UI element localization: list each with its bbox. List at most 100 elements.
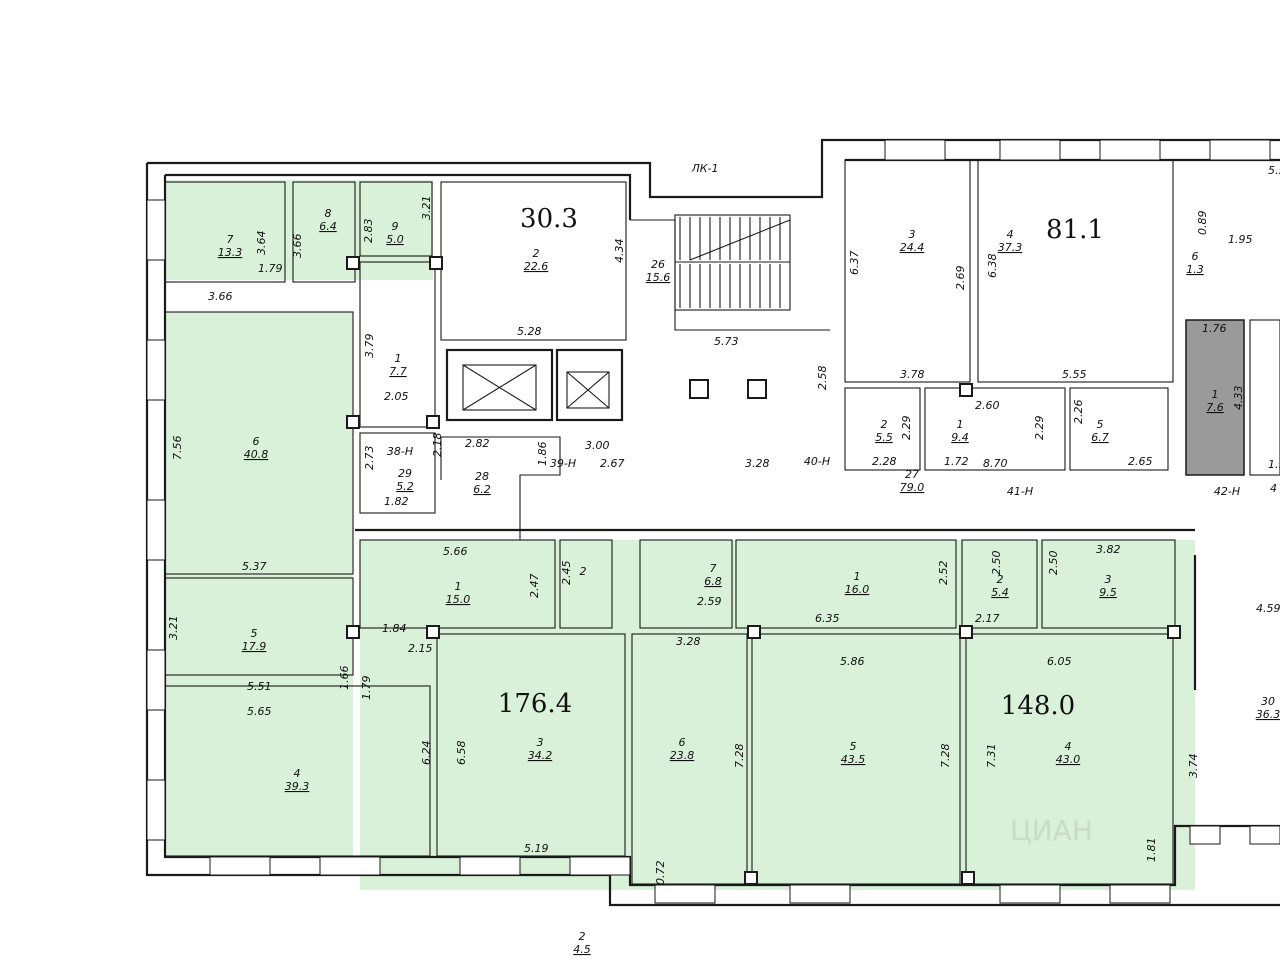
room-number: 7 [227,233,234,246]
room-number: 9 [392,220,399,233]
dimension-label: 3.79 [363,334,376,359]
room-number: 30 [1261,695,1275,708]
dimension-label: 2.18 [431,433,444,458]
dimension-label: 2.45 [560,561,573,586]
dimension-label: 2.83 [362,219,375,244]
room-area: 7.7 [389,365,407,378]
room-number: 6 [679,736,686,749]
room-area: 43.5 [841,753,866,766]
room-number: 1 [455,580,462,593]
room-number: 8 [325,207,332,220]
dimension-label: 3.82 [1096,543,1121,556]
dimension-label: 2.28 [872,455,897,468]
room-area: 9.5 [1099,586,1117,599]
room-area: 24.4 [900,241,925,254]
dimension-label: 2.60 [975,399,1000,412]
room-area: 5.4 [991,586,1009,599]
dimension-label: 1.79 [258,262,283,275]
columns [346,256,1181,885]
dimension-label: 5.73 [714,335,739,348]
dimension-label: 2.67 [600,457,625,470]
dimension-label: 3.66 [291,234,304,259]
dimension-label: 2.47 [528,574,541,599]
room-area: 39.3 [285,780,310,793]
area-total-30-3: 30.3 [520,204,578,234]
room-grey-7-6 [1185,319,1245,476]
dimension-label: 5.51 [247,680,272,693]
area-total-176-4: 176.4 [498,689,572,719]
dimension-label: 7.28 [939,744,952,769]
dimension-label: 2.69 [954,266,967,291]
dimension-label: 3.64 [255,231,268,256]
room-area: 23.8 [670,749,695,762]
room-area: 43.0 [1056,753,1081,766]
dimension-label: 2.29 [1033,416,1046,441]
room-number: 6 [253,435,260,448]
dimension-label: 6.38 [986,254,999,279]
dimension-label: 3.21 [420,196,433,221]
dimension-label: 7.28 [733,744,746,769]
dimension-label: 3.00 [585,439,610,452]
room-number: 4 [1007,228,1014,241]
dimension-label: 1.82 [384,495,409,508]
dimension-label: 4.34 [613,239,626,264]
label-42n: 42-Н [1214,485,1240,498]
room-number: 29 [398,467,412,480]
dimension-label: 2.26 [1072,400,1085,425]
dimension-label: 0.89 [1196,211,1209,236]
dimension-label: 1.9 [1268,458,1280,471]
dimension-label: 2.65 [1128,455,1153,468]
room-number: 2 [580,565,587,578]
dimension-label: 3.28 [676,635,701,648]
room-number: 5 [850,740,857,753]
watermark: ЦИАН [1010,814,1093,847]
room-area: 37.3 [998,241,1023,254]
room-area: 13.3 [218,246,243,259]
room-number: 4 [294,767,301,780]
dimension-label: 2.82 [465,437,490,450]
room-number: 3 [1105,573,1112,586]
dimension-label: 5.5 [1268,164,1280,177]
staircase [674,214,791,311]
room-area: 6.7 [1091,431,1109,444]
room-area: 6.4 [319,220,337,233]
dimension-label: 1.95 [1228,233,1253,246]
room-number: 4 [1065,740,1072,753]
room-area: 1.3 [1186,263,1204,276]
room-area: 22.6 [524,260,549,273]
dimension-label: 5.55 [1062,368,1087,381]
room-area: 15.6 [646,271,671,284]
dimension-label: 1.76 [1202,322,1227,335]
room-number: 5 [251,627,258,640]
dimension-label: 1.66 [338,666,351,691]
room-area: 40.8 [244,448,269,461]
room-number: 2 [579,930,586,943]
dimension-label: 6.58 [455,741,468,766]
dimension-label: 7.31 [985,744,998,769]
dimension-label: 5.86 [840,655,865,668]
room-area: 15.0 [446,593,471,606]
label-41n: 41-Н [1007,485,1033,498]
room-area: 36.3 [1256,708,1280,721]
dimension-label: 5.65 [247,705,272,718]
dimension-label: 3.78 [900,368,925,381]
dimension-label: 8.70 [983,457,1008,470]
dimension-label: 2.73 [363,446,376,471]
room-area: 6.2 [473,483,491,496]
label-39n: 39-Н [550,457,576,470]
room-area: 16.0 [845,583,870,596]
dimension-label: 4.33 [1232,386,1245,411]
dimension-label: 2.15 [408,642,433,655]
room-number: 26 [651,258,665,271]
room-number: 1 [854,570,861,583]
dimension-label: 3.28 [745,457,770,470]
dimension-label: 2.05 [384,390,409,403]
room-area: 34.2 [528,749,553,762]
room-number: 2 [881,418,888,431]
dimension-label: 2.58 [816,366,829,391]
room-number: 1 [1212,388,1219,401]
dimension-label: 2.52 [937,561,950,586]
room-area: 6.8 [704,575,722,588]
